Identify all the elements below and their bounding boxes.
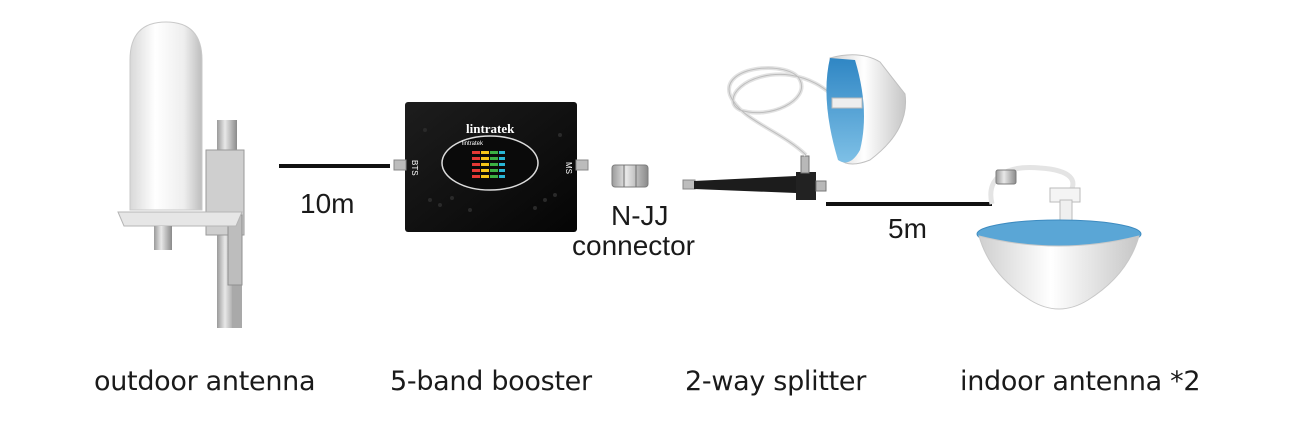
booster-port-ms: MS (564, 162, 573, 174)
caption-outdoor-antenna: outdoor antenna (94, 366, 315, 397)
caption-indoor-antenna: indoor antenna *2 (960, 366, 1200, 397)
cable-length-10m: 10m (300, 188, 354, 220)
cable-length-5m: 5m (888, 213, 927, 245)
booster-display-brand: lintratek (462, 141, 484, 147)
booster-brand-label: lintratek (466, 121, 515, 136)
two-way-splitter (683, 156, 826, 200)
connector-label-line2: connector (572, 230, 695, 262)
n-jj-connector (612, 165, 648, 187)
booster-port-bts: BTS (410, 160, 419, 176)
connector-label-line1: N-JJ (611, 200, 669, 232)
indoor-antenna-top (729, 55, 906, 164)
booster-unit: lintratek lintratek BTS MS (394, 102, 588, 232)
caption-splitter: 2-way splitter (685, 366, 866, 397)
indoor-antenna (977, 167, 1141, 309)
outdoor-antenna (118, 22, 244, 328)
caption-booster: 5-band booster (390, 366, 592, 397)
